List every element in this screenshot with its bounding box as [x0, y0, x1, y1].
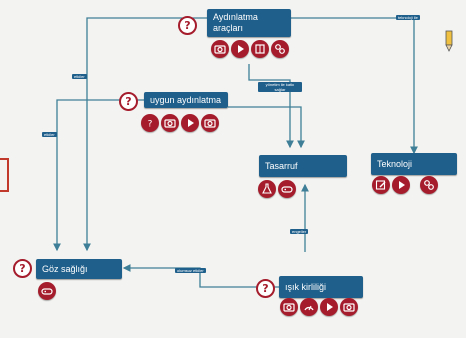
node-teknoloji[interactable]: Teknoloji: [371, 153, 457, 175]
play-icon[interactable]: [231, 40, 249, 58]
tools-uygun: ?: [141, 114, 219, 132]
node-teknoloji-label: Teknoloji: [377, 158, 413, 169]
node-aydinlatma-line2: araçları: [213, 23, 244, 33]
node-uygun-aydinlatma[interactable]: uygun aydınlatma: [144, 92, 228, 108]
tools-goz: [38, 282, 56, 300]
node-tasarruf-label: Tasarruf: [265, 160, 298, 171]
node-isik-label: ışık kirliliği: [285, 281, 327, 292]
book-icon[interactable]: [251, 40, 269, 58]
question-icon[interactable]: ?: [141, 114, 159, 132]
node-aydinlatma-line1: Aydınlatma: [213, 12, 258, 22]
edge-label-aydinlatma-goz: etkiler: [72, 74, 87, 79]
edge-label-aydinlatma-tasarruf: yönetim ile katkı sağlar: [258, 82, 302, 92]
node-isik-kirliligi[interactable]: ışık kirliliği: [279, 276, 363, 298]
edge-uygun-tasarruf: [228, 106, 305, 149]
svg-text:?: ?: [148, 120, 153, 130]
left-edge-marker: [0, 158, 9, 192]
edge-label-uygun-goz: etkiler: [42, 132, 57, 137]
camera-icon[interactable]: [340, 298, 358, 316]
edge-isik-goz: [122, 264, 280, 288]
edge-label-teknoloji-ile: teknoloji ile: [396, 15, 420, 20]
play-icon[interactable]: [392, 176, 410, 194]
help-icon-aydinlatma[interactable]: ?: [178, 16, 197, 35]
tools-teknoloji: [372, 176, 438, 194]
camera-icon[interactable]: [280, 298, 298, 316]
edge-aydinlatma-tasarruf: [248, 64, 294, 149]
link-icon[interactable]: [420, 176, 438, 194]
link-icon[interactable]: [271, 40, 289, 58]
play-icon[interactable]: [181, 114, 199, 132]
tools-aydinlatma: [211, 40, 289, 58]
edge-label-olumsuz-etkiler: olumsuz etkiler: [175, 268, 206, 273]
camera-icon[interactable]: [201, 114, 219, 132]
pencil-icon[interactable]: [441, 30, 457, 52]
node-goz-label: Göz sağlığı: [42, 263, 88, 274]
gamepad-icon[interactable]: [278, 180, 296, 198]
edge-uygun-goz: [53, 99, 146, 252]
node-aydinlatma-araclari[interactable]: Aydınlatma araçları: [207, 9, 291, 37]
help-icon-uygun[interactable]: ?: [119, 92, 138, 111]
play-icon[interactable]: [320, 298, 338, 316]
node-tasarruf[interactable]: Tasarruf: [259, 155, 347, 177]
node-uygun-label: uygun aydınlatma: [150, 94, 222, 105]
edge-aydinlatma-teknoloji: [290, 17, 418, 155]
gauge-icon[interactable]: [300, 298, 318, 316]
help-icon-goz[interactable]: ?: [13, 259, 32, 278]
tools-isik: [280, 298, 358, 316]
edit-icon[interactable]: [372, 176, 390, 194]
camera-icon[interactable]: [211, 40, 229, 58]
edge-aydinlatma-goz: [83, 17, 208, 252]
node-goz-sagligi[interactable]: Göz sağlığı: [36, 259, 122, 279]
help-icon-isik[interactable]: ?: [256, 279, 275, 298]
gamepad-icon[interactable]: [38, 282, 56, 300]
camera-icon[interactable]: [161, 114, 179, 132]
flask-icon[interactable]: [258, 180, 276, 198]
tools-tasarruf: [258, 180, 296, 198]
edge-label-engeller: engeller: [290, 229, 309, 234]
